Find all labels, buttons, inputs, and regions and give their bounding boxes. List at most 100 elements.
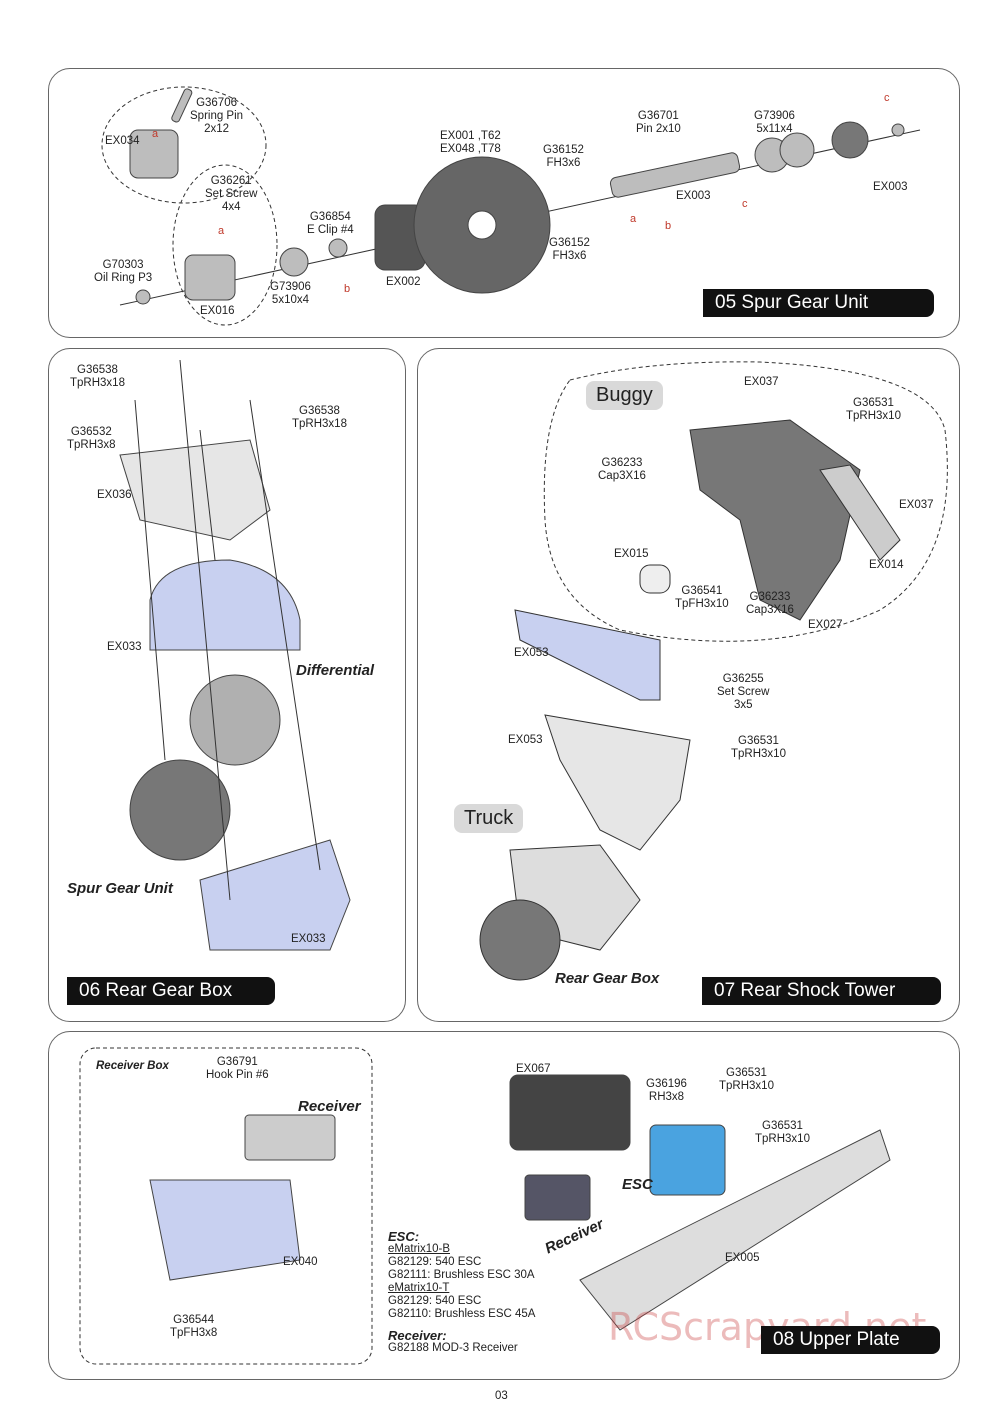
label-ex033-b: EX033: [291, 933, 326, 945]
label-g70303: G70303 Oil Ring P3: [94, 259, 153, 284]
label-g36196: G36196 RH3x8: [646, 1078, 687, 1103]
label-g36701: G36701 Pin 2x10: [636, 110, 681, 135]
label-g36531-d: G36531 TpRH3x10: [755, 1120, 810, 1145]
tag-buggy: Buggy: [586, 381, 663, 410]
label-ex005: EX005: [725, 1252, 760, 1264]
panel-07-rear-shock-tower: [417, 348, 960, 1022]
label-g36261: G36261 Set Screw 4x4: [205, 175, 258, 213]
part-clip: [891, 123, 905, 137]
label-g36233-a: G36233 Cap3X16: [598, 457, 646, 482]
part-spring-pin: [171, 88, 193, 123]
part-receiver-in-box: [244, 1114, 336, 1161]
label-g36538-a: G36538 TpRH3x18: [70, 364, 125, 389]
part-ex036: [119, 439, 271, 541]
label-rear-gear-box: Rear Gear Box: [555, 970, 660, 987]
notes-ematrix-t: eMatrix10-T: [388, 1282, 450, 1294]
mark-c-shaft: c: [742, 198, 748, 210]
label-g36706: G36706 Spring Pin 2x12: [190, 97, 244, 135]
label-g36255: G36255 Set Screw 3x5: [717, 673, 770, 711]
label-g36791: G36791 Hook Pin #6: [206, 1056, 269, 1081]
part-ex027-shock-tower: [689, 419, 861, 621]
label-ex002: EX002: [386, 276, 421, 288]
label-ex053-a: EX053: [514, 647, 549, 659]
mark-a-shaft: a: [630, 213, 637, 225]
label-receiver-box: Receiver Box: [96, 1060, 169, 1072]
callout-ring-spring-pin: [101, 86, 267, 204]
label-ex067: EX067: [516, 1063, 551, 1075]
part-ex005-plate: [579, 1129, 891, 1331]
receiver-box-callout: [79, 1047, 373, 1365]
part-ex053-mount: [544, 714, 691, 851]
part-ex034: [129, 129, 179, 179]
callout-ring-ex016: [172, 164, 278, 326]
part-receiver: [524, 1174, 591, 1221]
label-ex027: EX027: [808, 619, 843, 631]
label-g36531-c: G36531 TpRH3x10: [719, 1067, 774, 1092]
mark-a-ex034: a: [152, 128, 159, 140]
part-oil-ring: [135, 289, 151, 305]
label-g36152-a: G36152 FH3x6: [543, 144, 584, 169]
label-g36854: G36854 E Clip #4: [307, 211, 354, 236]
notes-line: G82129: 540 ESC: [388, 1256, 482, 1268]
section-08-banner: 08 Upper Plate: [761, 1326, 940, 1354]
label-ex001: EX001 ,T62 EX048 ,T78: [440, 130, 501, 155]
part-ex033-top: [149, 559, 301, 651]
label-ex014: EX014: [869, 559, 904, 571]
label-ex036: EX036: [97, 489, 132, 501]
part-esc: [649, 1124, 726, 1196]
part-ex067: [509, 1074, 631, 1151]
panel-08-upper-plate: [48, 1031, 960, 1380]
mark-a-ex016: a: [218, 225, 225, 237]
label-ex037-b: EX037: [899, 499, 934, 511]
label-ex003-a: EX003: [676, 190, 711, 202]
notes-ematrix-b: eMatrix10-B: [388, 1243, 450, 1255]
label-ex033-a: EX033: [107, 641, 142, 653]
label-g36541: G36541 TpFH3x10: [675, 585, 729, 610]
panel-05-spur-gear: [48, 68, 960, 338]
label-g73906-a: G73906 5x10x4: [270, 281, 311, 306]
section-05-banner: 05 Spur Gear Unit: [703, 289, 934, 317]
label-receiver-box-part: Receiver: [298, 1098, 361, 1115]
part-bearing-5x11x4-b: [779, 132, 815, 168]
part-differential: [189, 674, 281, 766]
label-g36233-b: G36233 Cap3X16: [746, 591, 794, 616]
buggy-callout-ring: [543, 361, 948, 642]
notes-esc-receiver: ESC: eMatrix10-B G82129: 540 ESC G82111:…: [388, 1230, 535, 1355]
page-number: 03: [495, 1390, 508, 1402]
label-spur-gear-unit: Spur Gear Unit: [67, 880, 173, 897]
label-ex015: EX015: [614, 548, 649, 560]
notes-line: G82188 MOD-3 Receiver: [388, 1342, 518, 1354]
label-esc: ESC: [622, 1176, 653, 1193]
section-06-banner: 06 Rear Gear Box: [67, 977, 275, 1005]
label-ex016: EX016: [200, 305, 235, 317]
notes-line: G82111: Brushless ESC 30A: [388, 1269, 535, 1281]
mark-c-clip: c: [884, 92, 890, 104]
mark-b-shaft: b: [665, 220, 672, 232]
label-g73906-b: G73906 5x11x4: [754, 110, 795, 135]
label-g36532: G36532 TpRH3x8: [67, 426, 116, 451]
notes-line: G82129: 540 ESC: [388, 1295, 482, 1307]
label-g36538-b: G36538 TpRH3x18: [292, 405, 347, 430]
part-ex016: [184, 254, 236, 301]
label-ex053-b: EX053: [508, 734, 543, 746]
label-differential: Differential: [296, 662, 375, 679]
section-07-banner: 07 Rear Shock Tower: [702, 977, 941, 1005]
label-ex040: EX040: [283, 1256, 318, 1268]
panel-06-rear-gear-box: [48, 348, 406, 1022]
label-g36531-b: G36531 TpRH3x10: [731, 735, 786, 760]
part-spur-gear-06: [129, 759, 231, 861]
label-g36544: G36544 TpFH3x8: [170, 1314, 218, 1339]
part-ex033-bottom: [199, 839, 351, 951]
notes-receiver-heading: Receiver:: [388, 1328, 447, 1343]
part-ex015: [639, 564, 671, 594]
label-ex037-a: EX037: [744, 376, 779, 388]
mark-b-eclip: b: [344, 283, 351, 295]
part-bearing-5x10x4: [279, 247, 309, 277]
part-ex014: [819, 464, 901, 561]
part-ex040: [149, 1179, 301, 1281]
part-spur-gear-07: [479, 899, 561, 981]
part-ex053-truck-tower: [514, 609, 661, 701]
label-ex003-b: EX003: [873, 181, 908, 193]
part-ex003-shaft: [609, 152, 741, 198]
